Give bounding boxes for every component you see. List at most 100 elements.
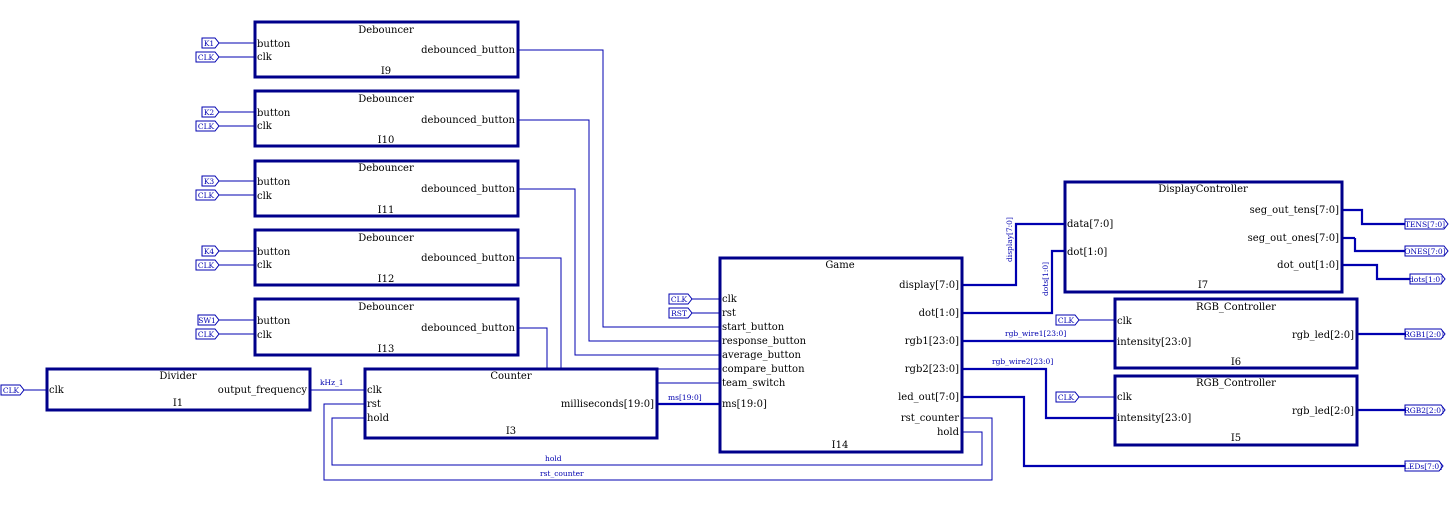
block-divider-i1[interactable]: Divider clk output_frequency I1	[45, 367, 312, 412]
port-text: K3	[204, 177, 215, 186]
block-rgb-controller-i6[interactable]: RGB_Controller clk intensity[23:0] rgb_l…	[1113, 297, 1359, 370]
block-debouncer-i13[interactable]: Debouncer button clk debounced_button I1…	[253, 297, 520, 357]
output-port-leds[interactable]: LEDs[7:0]	[1404, 460, 1444, 472]
port-text: LEDs[7:0]	[1404, 462, 1442, 471]
instance-label: I7	[1198, 280, 1208, 291]
port-label: ms[19:0]	[722, 399, 767, 410]
block-debouncer-i11[interactable]: Debouncer button clk debounced_button I1…	[253, 159, 520, 218]
output-port-tens[interactable]: TENS[7:0]	[1404, 218, 1449, 230]
net-label-ms: ms[19:0]	[668, 393, 702, 402]
block-title: Debouncer	[358, 163, 414, 174]
input-port-rst-game[interactable]: RST	[668, 307, 693, 319]
port-label: seg_out_tens[7:0]	[1250, 205, 1339, 216]
input-port-k4[interactable]: K4	[201, 245, 220, 257]
input-port-k2[interactable]: K2	[201, 106, 220, 118]
input-port-clk-12[interactable]: CLK	[195, 259, 220, 271]
port-text: CLK	[198, 53, 215, 62]
port-text: ONES[7:0]	[1404, 247, 1445, 256]
port-label: button	[257, 39, 291, 50]
input-port-clk-rgb5[interactable]: CLK	[1055, 391, 1080, 403]
wire-response-button	[518, 119, 720, 342]
block-title: Divider	[159, 371, 196, 382]
port-label: button	[257, 316, 291, 327]
bus-display	[962, 222, 1065, 287]
port-label: led_out[7:0]	[898, 392, 959, 403]
port-label: clk	[1117, 392, 1133, 403]
block-debouncer-i9[interactable]: Debouncer button clk debounced_button I9	[253, 20, 520, 79]
input-port-clk-13[interactable]: CLK	[195, 328, 220, 340]
port-text: K1	[204, 39, 214, 48]
input-port-clk-game[interactable]: CLK	[668, 293, 693, 305]
block-game-i14[interactable]: Game clk rst start_button response_butto…	[718, 256, 964, 454]
port-text: CLK	[1058, 316, 1075, 325]
block-counter-i3[interactable]: Counter clk rst hold milliseconds[19:0] …	[363, 367, 659, 440]
instance-label: I13	[378, 344, 395, 355]
input-port-clk-9[interactable]: CLK	[195, 51, 220, 63]
wire-hold	[331, 417, 983, 466]
output-port-rgb1[interactable]: RGB1[2:0]	[1404, 328, 1446, 340]
input-port-k1[interactable]: K1	[201, 37, 220, 49]
input-port-clk-11[interactable]: CLK	[195, 189, 220, 201]
input-port-clk-rgb6[interactable]: CLK	[1055, 314, 1080, 326]
port-label: button	[257, 247, 291, 258]
port-label: debounced_button	[421, 253, 515, 264]
block-title: RGB_Controller	[1196, 302, 1276, 313]
port-label: seg_out_ones[7:0]	[1248, 233, 1339, 244]
port-text: RGB2[2:0]	[1404, 406, 1444, 415]
port-label: rgb_led[2:0]	[1292, 330, 1354, 341]
bus-rgb-wire2	[962, 367, 1115, 420]
port-label: milliseconds[19:0]	[561, 399, 654, 410]
bus-dots	[962, 249, 1065, 315]
block-rgb-controller-i5[interactable]: RGB_Controller clk intensity[23:0] rgb_l…	[1113, 374, 1359, 447]
port-label: dot[1:0]	[919, 308, 959, 319]
input-port-clk-divider[interactable]: CLK	[0, 384, 25, 396]
port-text: CLK	[1058, 393, 1075, 402]
port-text: RST	[671, 309, 687, 318]
output-port-ones[interactable]: ONES[7:0]	[1404, 245, 1449, 257]
net-label-khz: kHz_1	[320, 378, 344, 387]
input-port-sw1[interactable]: SW1	[197, 314, 220, 326]
block-debouncer-i10[interactable]: Debouncer button clk debounced_button I1…	[253, 89, 520, 148]
block-display-controller-i7[interactable]: DisplayController data[7:0] dot[1:0] seg…	[1063, 180, 1344, 294]
instance-label: I14	[832, 440, 849, 451]
instance-label: I9	[381, 66, 391, 77]
instance-label: I6	[1231, 357, 1241, 368]
block-title: Counter	[490, 371, 531, 382]
bus-tens	[1342, 208, 1405, 226]
port-label: debounced_button	[421, 45, 515, 56]
port-label: rgb_led[2:0]	[1292, 406, 1354, 417]
port-label: data[7:0]	[1067, 219, 1113, 230]
port-label: button	[257, 177, 291, 188]
net-label-display: display[7:0]	[1005, 217, 1014, 262]
input-port-k3[interactable]: K3	[201, 175, 220, 187]
port-label: display[7:0]	[899, 280, 959, 291]
instance-label: I11	[378, 205, 395, 216]
port-label: response_button	[722, 336, 807, 347]
net-label-rgb-wire1: rgb_wire1[23:0]	[1005, 329, 1066, 338]
port-text: CLK	[671, 295, 688, 304]
port-text: K4	[204, 247, 215, 256]
port-label: output_frequency	[218, 385, 308, 396]
port-label: clk	[257, 330, 273, 341]
net-label-rst-counter: rst_counter	[540, 469, 584, 478]
port-label: compare_button	[722, 364, 805, 375]
block-debouncer-i12[interactable]: Debouncer button clk debounced_button I1…	[253, 228, 520, 287]
port-label: average_button	[722, 350, 801, 361]
net-label-rgb-wire2: rgb_wire2[23:0]	[992, 357, 1053, 366]
instance-label: I3	[506, 426, 516, 437]
port-label: debounced_button	[421, 184, 515, 195]
input-port-clk-10[interactable]: CLK	[195, 120, 220, 132]
port-text: CLK	[198, 122, 215, 131]
block-title: Debouncer	[358, 25, 414, 36]
port-text: K2	[204, 108, 215, 117]
port-label: clk	[257, 260, 273, 271]
port-label: rgb1[23:0]	[905, 336, 959, 347]
port-text: CLK	[3, 386, 20, 395]
port-text: CLK	[198, 330, 215, 339]
output-port-rgb2[interactable]: RGB2[2:0]	[1404, 404, 1446, 416]
block-title: Game	[825, 260, 854, 271]
wire-start-button	[518, 49, 720, 328]
output-port-dots[interactable]: dots[1:0]	[1409, 273, 1446, 285]
bus-ones-2	[1353, 238, 1405, 253]
